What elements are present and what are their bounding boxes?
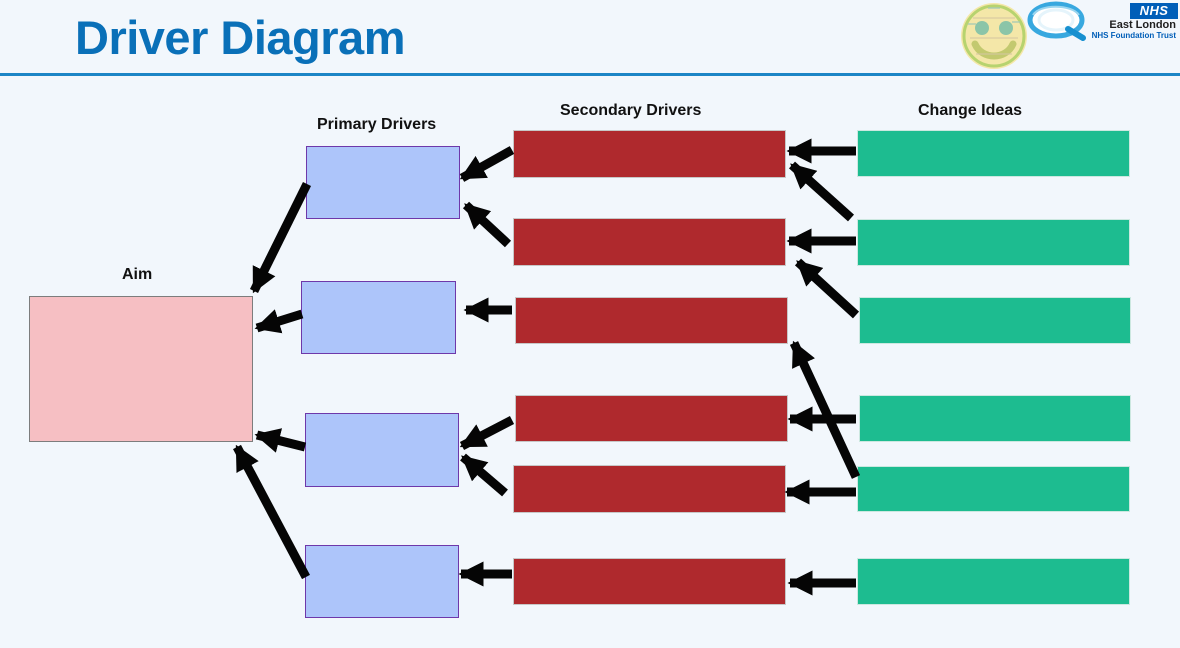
- primary-driver-box: [305, 545, 459, 618]
- arrow-secondary-to-primary: [462, 201, 512, 248]
- change-idea-box: [859, 395, 1131, 442]
- change-idea-box: [857, 130, 1130, 177]
- page-title: Driver Diagram: [75, 11, 406, 64]
- aim-column-label: Aim: [122, 266, 153, 283]
- header-logos: NHS East London NHS Foundation Trust: [958, 0, 1180, 72]
- trust-subname: NHS Foundation Trust: [1091, 31, 1176, 40]
- primary-driver-box: [306, 146, 460, 219]
- arrow-secondary-to-primary: [459, 416, 515, 450]
- primary-drivers-label: Primary Drivers: [317, 116, 437, 133]
- arrow-change-to-secondary: [789, 340, 861, 479]
- secondary-drivers-label: Secondary Drivers: [560, 102, 702, 119]
- secondary-driver-box: [515, 395, 788, 442]
- arrow-change-to-secondary: [794, 258, 860, 319]
- secondary-driver-box: [515, 297, 788, 344]
- arrow-primary-to-aim: [254, 309, 304, 334]
- secondary-driver-box: [513, 558, 786, 605]
- aim-box: [29, 296, 253, 442]
- header-divider: [0, 73, 1180, 76]
- arrow-change-to-secondary: [788, 161, 855, 222]
- secondary-driver-box: [513, 465, 786, 513]
- change-idea-box: [857, 558, 1130, 605]
- quality-improvement-q-icon: [1027, 1, 1086, 41]
- change-idea-box: [859, 297, 1131, 344]
- primary-driver-box: [301, 281, 456, 354]
- nhs-badge: NHS: [1130, 3, 1178, 19]
- smiley-wordcloud-icon: [961, 3, 1027, 69]
- change-idea-box: [857, 466, 1130, 512]
- arrow-primary-to-aim: [249, 182, 312, 294]
- arrow-secondary-to-primary: [460, 453, 508, 497]
- arrow-primary-to-aim: [254, 428, 307, 453]
- change-idea-box: [857, 219, 1130, 266]
- arrow-secondary-to-primary: [459, 146, 515, 182]
- primary-driver-box: [305, 413, 459, 487]
- trust-name: East London: [1109, 19, 1176, 31]
- change-ideas-label: Change Ideas: [918, 102, 1023, 119]
- secondary-driver-box: [513, 130, 786, 178]
- arrow-primary-to-aim: [233, 444, 310, 580]
- secondary-driver-box: [513, 218, 786, 266]
